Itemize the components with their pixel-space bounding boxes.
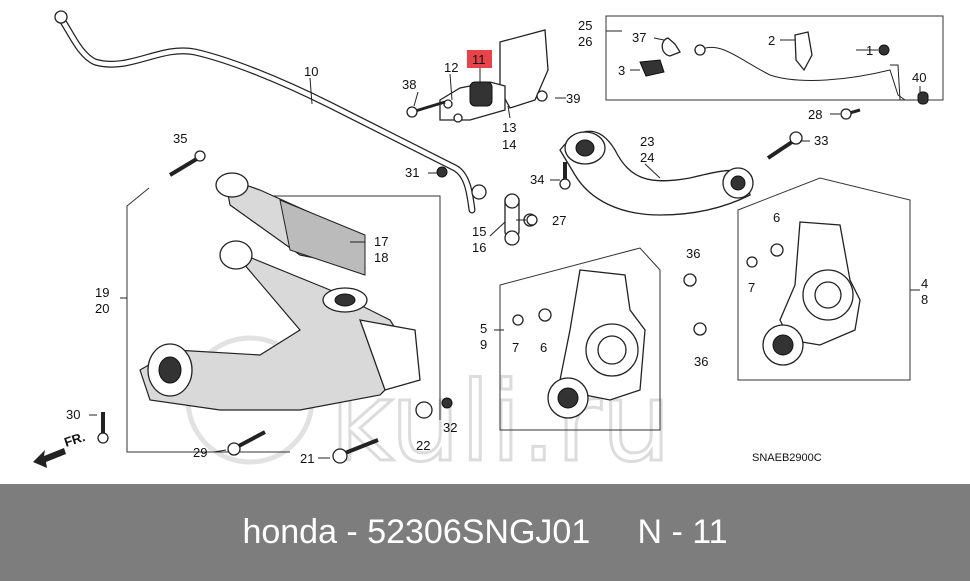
knuckle-group-box-left bbox=[499, 247, 661, 431]
direction-label: FR. bbox=[62, 429, 87, 450]
callout-21: 21 bbox=[300, 451, 314, 466]
callout-13: 13 bbox=[502, 120, 516, 135]
callout-2: 2 bbox=[768, 33, 775, 48]
callout-22: 22 bbox=[416, 438, 430, 453]
callout-28: 28 bbox=[808, 107, 822, 122]
callout-27: 27 bbox=[552, 213, 566, 228]
callout-6a: 6 bbox=[540, 340, 547, 355]
callout-32: 32 bbox=[443, 420, 457, 435]
callout-14: 14 bbox=[502, 137, 516, 152]
callout-33: 33 bbox=[814, 133, 828, 148]
callout-29: 29 bbox=[193, 445, 207, 460]
callout-3: 3 bbox=[618, 63, 625, 78]
callout-34: 34 bbox=[530, 172, 544, 187]
callout-18: 18 bbox=[374, 250, 388, 265]
callout-37: 37 bbox=[632, 30, 646, 45]
sensor-group-box bbox=[605, 15, 944, 101]
parts-diagram: kuli.ru bbox=[33, 10, 944, 488]
knuckle-left bbox=[547, 269, 646, 419]
stabilizer-bar bbox=[54, 10, 487, 214]
front-direction-indicator: FR. bbox=[33, 429, 87, 468]
highlight-box bbox=[467, 50, 492, 68]
callout-39: 39 bbox=[566, 91, 580, 106]
callout-15: 15 bbox=[472, 224, 486, 239]
fasteners bbox=[97, 90, 861, 464]
callout-23: 23 bbox=[640, 134, 654, 149]
callout-4: 4 bbox=[921, 276, 928, 291]
leader-lines bbox=[89, 30, 921, 459]
callout-labels: 1 2 3 4 5 6 6 7 7 8 9 10 11 12 13 14 15 … bbox=[66, 18, 928, 466]
callout-40: 40 bbox=[912, 70, 926, 85]
upper-arm bbox=[559, 130, 754, 216]
callout-8: 8 bbox=[921, 292, 928, 307]
callout-6b: 6 bbox=[773, 210, 780, 225]
callout-7b: 7 bbox=[748, 280, 755, 295]
front-arrow-icon bbox=[33, 448, 66, 468]
callout-19: 19 bbox=[95, 285, 109, 300]
part-number-caption: honda - 52306SNGJ01 N - 11 bbox=[242, 513, 728, 551]
knuckle-right bbox=[762, 221, 861, 366]
parts-diagram-svg: kuli.ru bbox=[33, 10, 944, 488]
callout-7a: 7 bbox=[512, 340, 519, 355]
callout-10: 10 bbox=[304, 64, 318, 79]
callout-20: 20 bbox=[95, 301, 109, 316]
callout-11: 11 bbox=[472, 52, 486, 67]
callout-12: 12 bbox=[444, 60, 458, 75]
callout-36b: 36 bbox=[694, 354, 708, 369]
callout-5: 5 bbox=[480, 321, 487, 336]
abs-sensor-parts bbox=[639, 31, 929, 105]
stabilizer-bushing-bracket bbox=[439, 29, 549, 123]
lower-arm-assembly bbox=[139, 172, 421, 411]
diagram-code: SNAEB2900C bbox=[752, 452, 822, 464]
callout-26: 26 bbox=[578, 34, 592, 49]
footer-bar: honda - 52306SNGJ01 N - 11 bbox=[0, 484, 970, 581]
callout-36a: 36 bbox=[686, 246, 700, 261]
callout-38: 38 bbox=[402, 77, 416, 92]
callout-17: 17 bbox=[374, 234, 388, 249]
callout-35: 35 bbox=[173, 131, 187, 146]
arm-group-box-left bbox=[126, 187, 290, 453]
callout-9: 9 bbox=[480, 337, 487, 352]
callout-1: 1 bbox=[866, 43, 873, 58]
callout-24: 24 bbox=[640, 150, 654, 165]
callout-25: 25 bbox=[578, 18, 592, 33]
arm-group-box-right bbox=[270, 195, 441, 420]
callout-31: 31 bbox=[405, 165, 419, 180]
callout-30: 30 bbox=[66, 407, 80, 422]
callout-16: 16 bbox=[472, 240, 486, 255]
